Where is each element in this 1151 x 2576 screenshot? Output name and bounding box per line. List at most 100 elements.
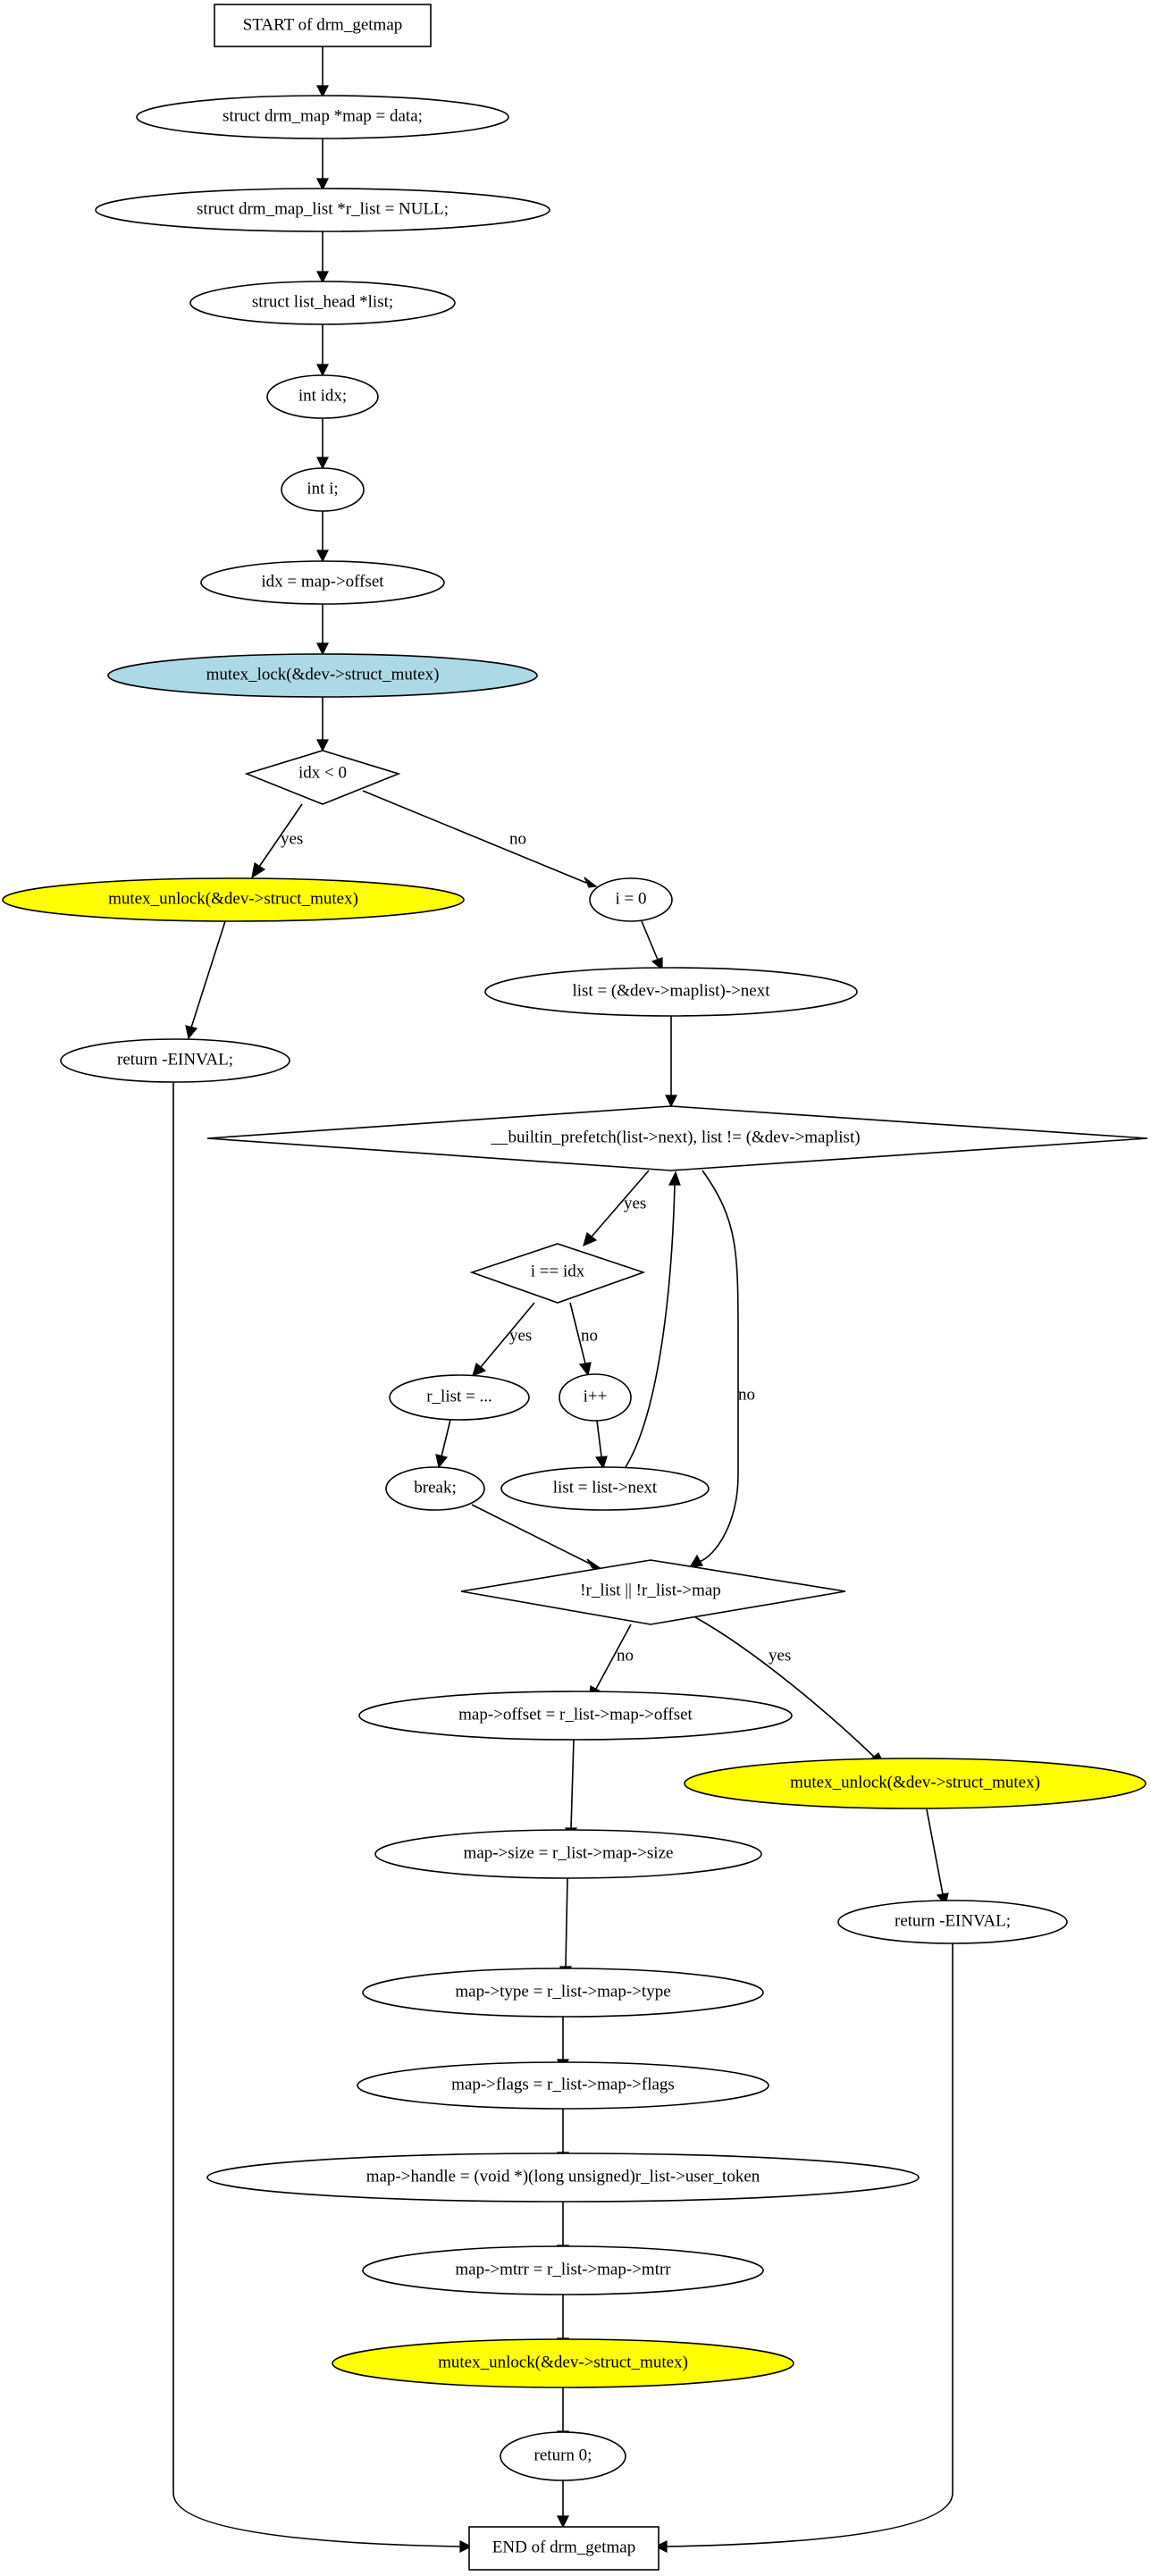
svg-text:int i;: int i; bbox=[307, 479, 338, 498]
node-map-mtrr: map->mtrr = r_list->map->mtrr bbox=[362, 2245, 764, 2295]
node-mutex-unlock-3: mutex_unlock(&dev->struct_mutex) bbox=[332, 2338, 794, 2388]
arrowhead bbox=[472, 1362, 487, 1378]
arrowhead bbox=[594, 1456, 608, 1470]
edge-d2-d3 bbox=[591, 1170, 650, 1238]
arrowhead bbox=[688, 1554, 703, 1568]
arrowhead bbox=[251, 862, 266, 879]
svg-text:struct list_head *list;: struct list_head *list; bbox=[252, 292, 393, 311]
svg-text:int idx;: int idx; bbox=[298, 386, 347, 405]
arrowhead bbox=[316, 85, 329, 98]
arrowhead bbox=[665, 1095, 677, 1108]
end-node: END of drm_getmap bbox=[468, 2526, 660, 2571]
arrowhead bbox=[583, 1231, 598, 1247]
node-i-init: i = 0 bbox=[589, 877, 673, 922]
edge-n13-n15 bbox=[596, 1420, 602, 1457]
svg-text:break;: break; bbox=[414, 1478, 456, 1497]
edge-label-d2-no: no bbox=[738, 1385, 755, 1404]
node-idx-decl: int idx; bbox=[266, 374, 379, 419]
edge-labels: yes no yes no yes no no yes bbox=[281, 829, 791, 1665]
arrowhead bbox=[316, 739, 329, 752]
decision-idx-negative: idx < 0 bbox=[244, 750, 401, 805]
edge-d1-n10 bbox=[362, 790, 587, 884]
edge-label-d4-yes: yes bbox=[769, 1646, 791, 1665]
edge-n15-d2 bbox=[625, 1184, 676, 1468]
svg-text:return 0;: return 0; bbox=[534, 2446, 592, 2464]
svg-text:struct drm_map *map = data;: struct drm_map *map = data; bbox=[223, 106, 423, 125]
node-return-zero: return 0; bbox=[500, 2431, 626, 2481]
svg-text:list = (&dev->maplist)->next: list = (&dev->maplist)->next bbox=[572, 981, 770, 1000]
node-return-einval-2: return -EINVAL; bbox=[837, 1900, 1068, 1944]
node-i-increment: i++ bbox=[559, 1373, 632, 1422]
svg-text:r_list = ...: r_list = ... bbox=[426, 1387, 492, 1405]
node-list-next: list = list->next bbox=[500, 1466, 710, 1511]
svg-text:map->mtrr = r_list->map->mtrr: map->mtrr = r_list->map->mtrr bbox=[455, 2260, 671, 2278]
start-node: START of drm_getmap bbox=[214, 4, 432, 47]
node-rlist-assign: r_list = ... bbox=[389, 1374, 530, 1421]
svg-text:mutex_unlock(&dev->struct_mute: mutex_unlock(&dev->struct_mutex) bbox=[438, 2353, 688, 2371]
svg-text:map->size = r_list->map->size: map->size = r_list->map->size bbox=[464, 1843, 674, 1862]
node-mutex-unlock-2: mutex_unlock(&dev->struct_mutex) bbox=[684, 1758, 1147, 1809]
edge-d3-n13 bbox=[569, 1302, 586, 1364]
svg-text:map->flags = r_list->map->flag: map->flags = r_list->map->flags bbox=[451, 2075, 675, 2094]
edge-label-d4-no: no bbox=[617, 1646, 634, 1665]
svg-text:return -EINVAL;: return -EINVAL; bbox=[895, 1911, 1011, 1930]
decision-list-loop: __builtin_prefetch(list->next), list != … bbox=[206, 1105, 1148, 1171]
nodes: START of drm_getmap struct drm_map *map … bbox=[2, 4, 1148, 2571]
node-rlist-decl: struct drm_map_list *r_list = NULL; bbox=[95, 188, 550, 232]
node-map-type: map->type = r_list->map->type bbox=[362, 1968, 764, 2018]
svg-text:i++: i++ bbox=[584, 1387, 608, 1405]
node-mutex-unlock-1: mutex_unlock(&dev->struct_mutex) bbox=[2, 877, 465, 922]
node-idx-assign: idx = map->offset bbox=[200, 560, 445, 605]
arrowhead bbox=[316, 457, 329, 470]
edge-label-d3-no: no bbox=[581, 1326, 598, 1345]
svg-text:list = list->next: list = list->next bbox=[553, 1478, 658, 1497]
arrowhead bbox=[651, 957, 663, 971]
edge-d2-d4 bbox=[698, 1170, 739, 1563]
arrowhead bbox=[316, 178, 329, 191]
edge-n19-end bbox=[666, 1942, 954, 2547]
edge-n14-d4 bbox=[471, 1504, 591, 1565]
edge-label-d1-no: no bbox=[509, 829, 526, 848]
decision-i-equals-idx: i == idx bbox=[469, 1243, 646, 1304]
edge-d1-n8 bbox=[258, 803, 303, 868]
node-mutex-lock: mutex_lock(&dev->struct_mutex) bbox=[107, 653, 538, 698]
svg-text:mutex_unlock(&dev->struct_mute: mutex_unlock(&dev->struct_mutex) bbox=[108, 889, 358, 908]
edge-n17-n19 bbox=[926, 1808, 944, 1895]
arrowhead bbox=[578, 1362, 592, 1377]
arrowhead bbox=[185, 1025, 198, 1040]
arrowhead bbox=[316, 364, 329, 377]
svg-text:struct drm_map_list *r_list =: struct drm_map_list *r_list = NULL; bbox=[197, 199, 449, 218]
node-return-einval-1: return -EINVAL; bbox=[60, 1038, 290, 1083]
svg-text:END of drm_getmap: END of drm_getmap bbox=[492, 2538, 635, 2556]
svg-text:idx = map->offset: idx = map->offset bbox=[261, 572, 384, 591]
svg-text:map->handle = (void *)(long un: map->handle = (void *)(long unsigned)r_l… bbox=[366, 2167, 760, 2186]
svg-text:i == idx: i == idx bbox=[531, 1262, 585, 1280]
edge-label-d1-yes: yes bbox=[281, 829, 303, 848]
svg-text:START of drm_getmap: START of drm_getmap bbox=[243, 15, 403, 34]
edge-d3-n12 bbox=[480, 1302, 535, 1368]
edge-n10-n11 bbox=[641, 920, 659, 961]
svg-text:!r_list || !r_list->map: !r_list || !r_list->map bbox=[580, 1581, 721, 1599]
node-break: break; bbox=[385, 1466, 485, 1511]
decision-rlist-null: !r_list || !r_list->map bbox=[460, 1559, 846, 1625]
edge-label-d2-yes: yes bbox=[624, 1194, 646, 1212]
node-map-offset: map->offset = r_list->map->offset bbox=[358, 1691, 793, 1741]
node-map-handle: map->handle = (void *)(long unsigned)r_l… bbox=[206, 2152, 920, 2203]
arrowhead bbox=[316, 642, 329, 656]
edge-n18-n20 bbox=[565, 1877, 568, 1968]
arrowhead bbox=[316, 550, 329, 563]
edge-n9-end bbox=[172, 1082, 461, 2547]
edge-d4-n16 bbox=[595, 1624, 632, 1690]
arrowhead bbox=[459, 2540, 473, 2553]
arrowhead bbox=[557, 2515, 569, 2529]
node-list-decl: struct list_head *list; bbox=[189, 281, 456, 325]
arrowhead bbox=[435, 1454, 449, 1469]
svg-text:i = 0: i = 0 bbox=[616, 889, 647, 908]
svg-text:mutex_unlock(&dev->struct_mute: mutex_unlock(&dev->struct_mutex) bbox=[790, 1773, 1040, 1791]
node-map-decl: struct drm_map *map = data; bbox=[136, 95, 509, 139]
svg-text:mutex_lock(&dev->struct_mutex): mutex_lock(&dev->struct_mutex) bbox=[206, 665, 440, 684]
edge-label-d3-yes: yes bbox=[509, 1326, 532, 1345]
node-map-flags: map->flags = r_list->map->flags bbox=[357, 2061, 769, 2110]
arrowhead bbox=[654, 2540, 668, 2553]
